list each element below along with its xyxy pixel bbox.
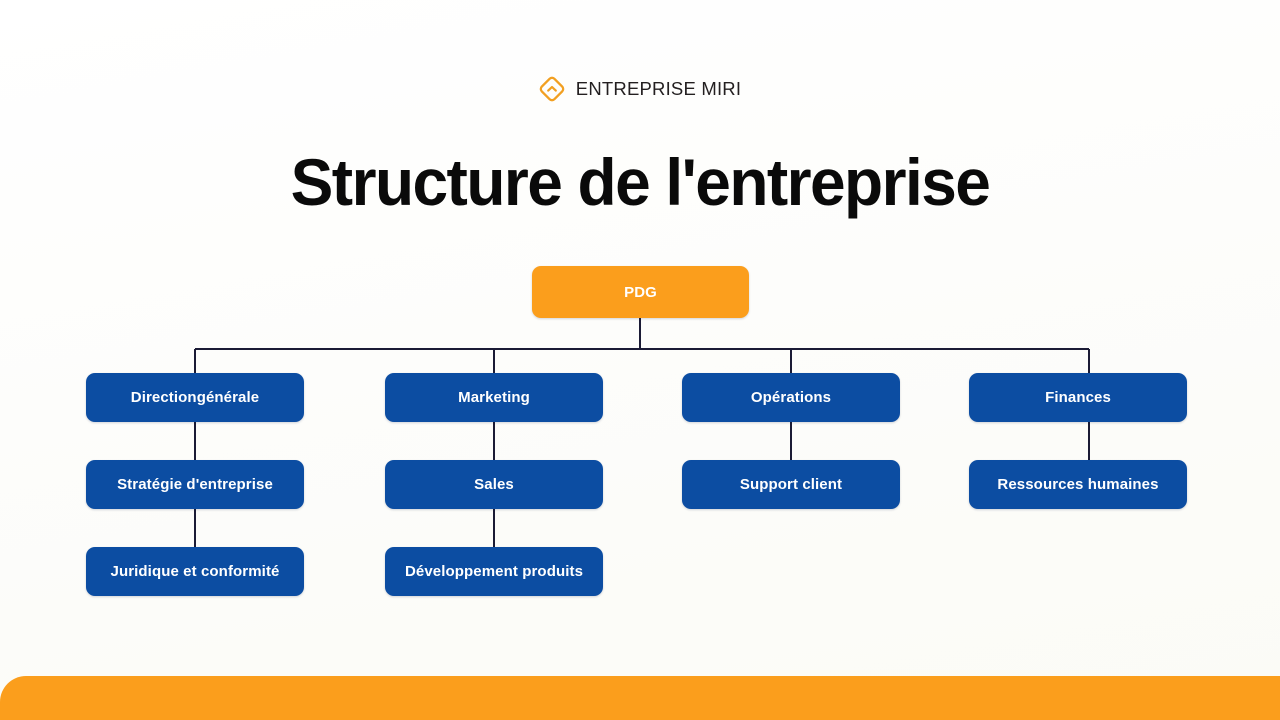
node-label: Marketing xyxy=(458,389,530,406)
node-finances[interactable]: Finances xyxy=(969,373,1187,422)
node-label: PDG xyxy=(624,283,657,301)
brand-name: ENTREPRISE MIRI xyxy=(575,78,742,99)
node-label: Développement produits xyxy=(404,563,584,580)
node-ressources-humaines[interactable]: Ressources humaines xyxy=(969,460,1187,509)
node-juridique-conformite[interactable]: Juridique et conformité xyxy=(86,547,304,596)
brand-header: ENTREPRISE MIRI xyxy=(0,76,1280,102)
page-title: Structure de l'entreprise xyxy=(290,145,991,219)
node-label: Opérations xyxy=(750,389,832,406)
node-direction-generale[interactable]: Directiongénérale xyxy=(86,373,304,422)
node-support-client[interactable]: Support client xyxy=(682,460,900,509)
node-developpement-produits[interactable]: Développement produits xyxy=(385,547,603,596)
node-label: Sales xyxy=(474,476,514,493)
node-label: Directiongénérale xyxy=(130,389,260,406)
node-label: Support client xyxy=(739,476,843,493)
node-strategie-entreprise[interactable]: Stratégie d'entreprise xyxy=(86,460,304,509)
footer-band xyxy=(0,676,1280,720)
node-operations[interactable]: Opérations xyxy=(682,373,900,422)
diamond-outline-icon xyxy=(539,76,565,102)
node-label: Finances xyxy=(1045,389,1111,406)
node-sales[interactable]: Sales xyxy=(385,460,603,509)
node-label: Juridique et conformité xyxy=(110,563,280,580)
node-pdg[interactable]: PDG xyxy=(532,266,749,318)
node-marketing[interactable]: Marketing xyxy=(385,373,603,422)
node-label: Stratégie d'entreprise xyxy=(117,476,273,493)
node-label: Ressources humaines xyxy=(997,476,1159,493)
